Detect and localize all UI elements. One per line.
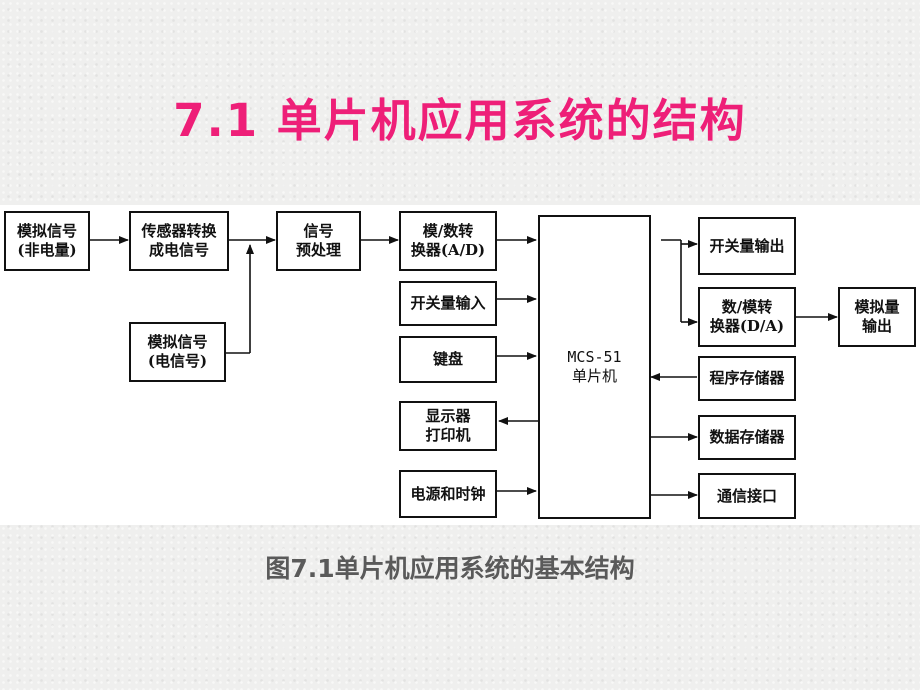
box-label: 键盘 (432, 350, 463, 368)
box-label: 通信接口 (716, 486, 777, 505)
box-label: 信号 预处理 (295, 222, 341, 259)
slide-title: 7.1 单片机应用系统的结构 (173, 94, 747, 147)
box-signal-preprocess: 信号 预处理 (276, 211, 361, 271)
box-label: 模/数转 换器(A/D) (410, 222, 486, 259)
box-label: 电源和时钟 (410, 484, 486, 503)
box-label: 数据存储器 (709, 428, 785, 446)
box-sensor-convert: 传感器转换 成电信号 (129, 211, 229, 271)
box-label: 显示器 打印机 (425, 407, 471, 444)
box-power-clock: 电源和时钟 (399, 470, 497, 518)
box-comm-interface: 通信接口 (698, 473, 796, 519)
box-label: 模拟量 输出 (854, 298, 900, 335)
box-switch-output: 开关量输出 (698, 217, 796, 275)
box-da-converter: 数/模转 换器(D/A) (698, 287, 796, 347)
diagram-panel: 模拟信号 (非电量) 传感器转换 成电信号 模拟信号 (电信号) 信号 预处理 … (0, 205, 920, 525)
box-label: 模拟信号 (电信号) (147, 333, 208, 370)
box-label: 程序存储器 (709, 369, 785, 387)
box-analog-signal-non-electric: 模拟信号 (非电量) (4, 211, 90, 271)
box-label: 传感器转换 成电信号 (141, 222, 217, 259)
box-keyboard: 键盘 (399, 336, 497, 383)
box-display-printer: 显示器 打印机 (399, 401, 497, 451)
box-label: MCS-51 单片机 (567, 348, 622, 385)
box-mcu: MCS-51 单片机 (538, 215, 651, 519)
connector-lines (90, 236, 838, 499)
box-label: 开关量输出 (709, 236, 785, 255)
box-switch-input: 开关量输入 (399, 281, 497, 326)
box-data-memory: 数据存储器 (698, 415, 796, 460)
figure-caption: 图7.1单片机应用系统的基本结构 (265, 554, 635, 583)
box-analog-signal-electric: 模拟信号 (电信号) (129, 322, 226, 382)
box-analog-output: 模拟量 输出 (838, 287, 916, 347)
box-program-memory: 程序存储器 (698, 356, 796, 401)
box-label: 数/模转 换器(D/A) (709, 298, 785, 335)
box-label: 模拟信号 (非电量) (16, 222, 77, 259)
box-ad-converter: 模/数转 换器(A/D) (399, 211, 497, 271)
box-label: 开关量输入 (410, 294, 486, 312)
